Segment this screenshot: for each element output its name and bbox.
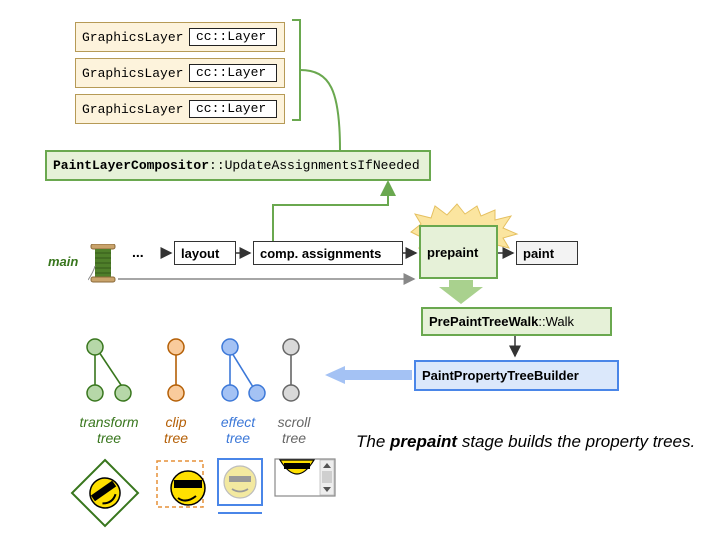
graphics-layer-label: GraphicsLayer xyxy=(82,102,184,117)
graphics-layer-row: GraphicsLayer cc::Layer xyxy=(75,94,285,124)
effect-tree-label-line1: effect xyxy=(220,414,256,430)
effect-tree-diagram xyxy=(221,338,266,402)
walk-class: PrePaintTreeWalk xyxy=(429,314,539,329)
rotated-smiley-icon xyxy=(70,458,140,528)
clip-tree-label-line2: tree xyxy=(163,430,189,446)
paint-box: paint xyxy=(516,241,578,265)
faded-smiley-icon xyxy=(217,458,263,514)
layout-box: layout xyxy=(174,241,236,265)
prepaint-tree-walk-box: PrePaintTreeWalk ::Walk xyxy=(421,307,612,336)
comp-to-compositor-arrow xyxy=(272,180,396,243)
scroll-smiley-icon xyxy=(274,458,336,497)
compositor-method: ::UpdateAssignmentsIfNeeded xyxy=(209,158,420,173)
transform-tree-label-line1: transform xyxy=(79,414,139,430)
walk-method: ::Walk xyxy=(538,314,574,329)
scroll-tree-diagram xyxy=(282,338,300,402)
scroll-tree-label-line1: scroll xyxy=(277,414,311,430)
caption-bold: prepaint xyxy=(390,432,458,451)
transform-tree-diagram xyxy=(86,338,132,402)
property-trees xyxy=(86,338,300,402)
layers-bracket xyxy=(292,19,301,121)
builder-arrow xyxy=(325,366,412,384)
bracket-connector xyxy=(299,69,341,151)
prepaint-box: prepaint xyxy=(419,225,498,279)
scroll-tree-label: scroll tree xyxy=(266,414,322,446)
builder-label: PaintPropertyTreeBuilder xyxy=(422,368,579,383)
spool-icon xyxy=(88,244,116,283)
layout-label: layout xyxy=(181,245,220,261)
scroll-tree-label-line2: tree xyxy=(281,430,307,446)
caption-pre: The xyxy=(356,432,391,451)
cc-layer-label: cc::Layer xyxy=(189,100,277,118)
paint-property-tree-builder-box: PaintPropertyTreeBuilder xyxy=(414,360,619,391)
transform-tree-label: transform tree xyxy=(70,414,148,446)
graphics-layer-row: GraphicsLayer cc::Layer xyxy=(75,22,285,52)
cc-layer-label: cc::Layer xyxy=(189,28,277,46)
effect-tree-label-line2: tree xyxy=(225,430,251,446)
compositor-box: PaintLayerCompositor ::UpdateAssignments… xyxy=(45,150,431,181)
comp-assignments-label: comp. assignments xyxy=(260,245,382,261)
clip-tree-label-line1: clip xyxy=(165,414,187,430)
clipped-smiley-icon xyxy=(156,460,206,508)
graphics-layer-row: GraphicsLayer cc::Layer xyxy=(75,58,285,88)
down-arrow xyxy=(439,280,483,304)
prepaint-label: prepaint xyxy=(427,244,479,260)
comp-assignments-box: comp. assignments xyxy=(253,241,403,265)
main-thread-label: main xyxy=(48,254,79,269)
effect-tree-label: effect tree xyxy=(210,414,266,446)
clip-tree-diagram xyxy=(167,338,185,402)
caption: The prepaint stage builds the property t… xyxy=(356,432,695,452)
paint-label: paint xyxy=(523,245,555,261)
graphics-layer-label: GraphicsLayer xyxy=(82,30,184,45)
graphics-layer-label: GraphicsLayer xyxy=(82,66,184,81)
clip-tree-label: clip tree xyxy=(148,414,204,446)
transform-tree-label-line2: tree xyxy=(96,430,122,446)
cc-layer-label: cc::Layer xyxy=(189,64,277,82)
caption-post: stage builds the property trees. xyxy=(457,432,696,451)
compositor-class: PaintLayerCompositor xyxy=(53,158,210,173)
ellipsis: ... xyxy=(132,244,144,260)
